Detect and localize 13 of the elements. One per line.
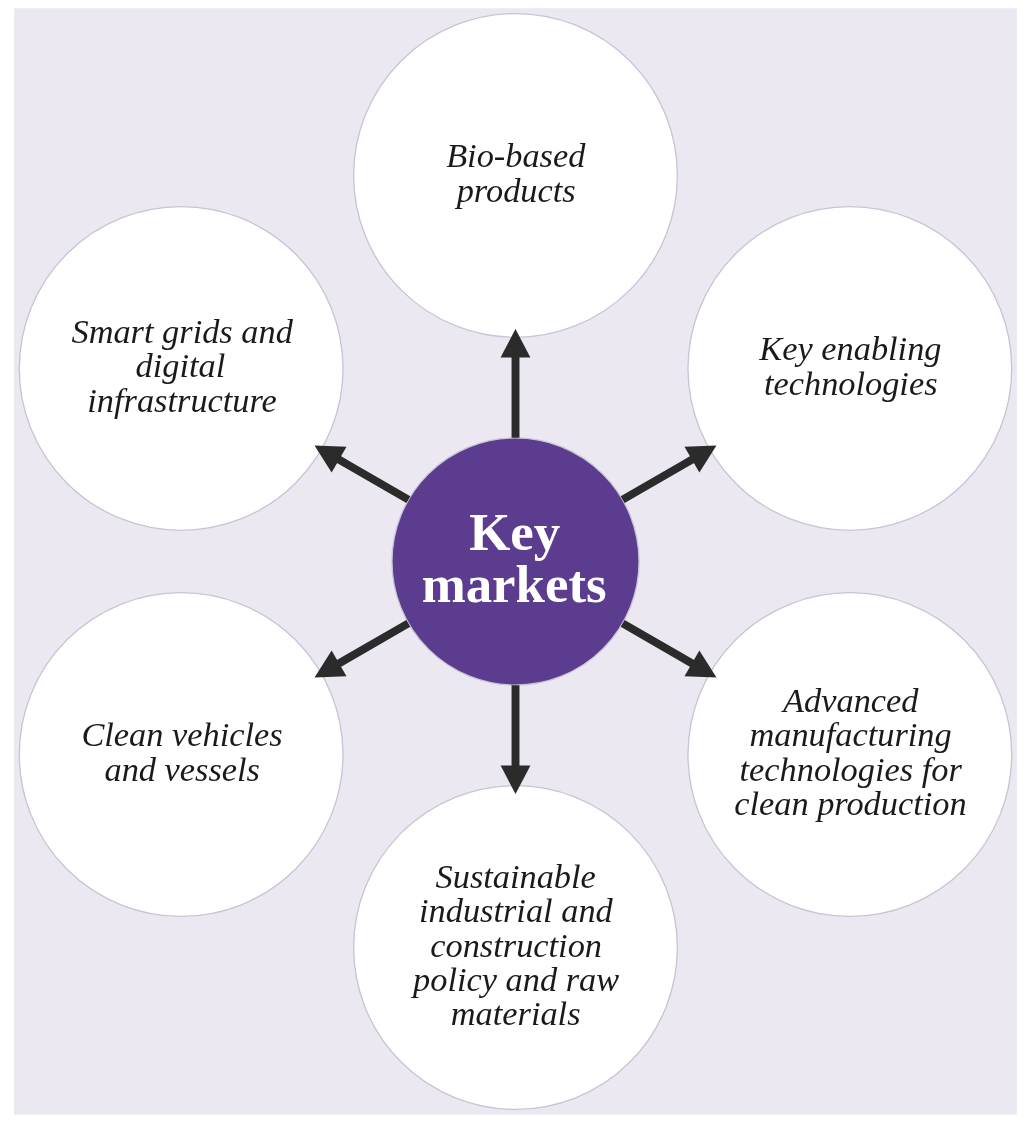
- arrow: [500, 329, 531, 438]
- node-circle: Clean vehicles and vessels: [18, 592, 344, 918]
- node-circle: Key enabling technologies: [687, 205, 1013, 531]
- arrow: [314, 619, 411, 678]
- arrow: [620, 619, 717, 678]
- arrow: [314, 445, 411, 504]
- arrow: [500, 685, 531, 794]
- node-circle: Bio-based products: [352, 12, 679, 338]
- arrow: [620, 445, 717, 504]
- node-circle: Key markets: [391, 437, 640, 686]
- node-circle: Advanced manufacturing technologies for clean production: [687, 592, 1013, 918]
- node-circle: Sustainable industrial and construction policy and raw materials: [352, 785, 679, 1111]
- node-circle: Smart grids and digital infrastructure: [18, 205, 344, 531]
